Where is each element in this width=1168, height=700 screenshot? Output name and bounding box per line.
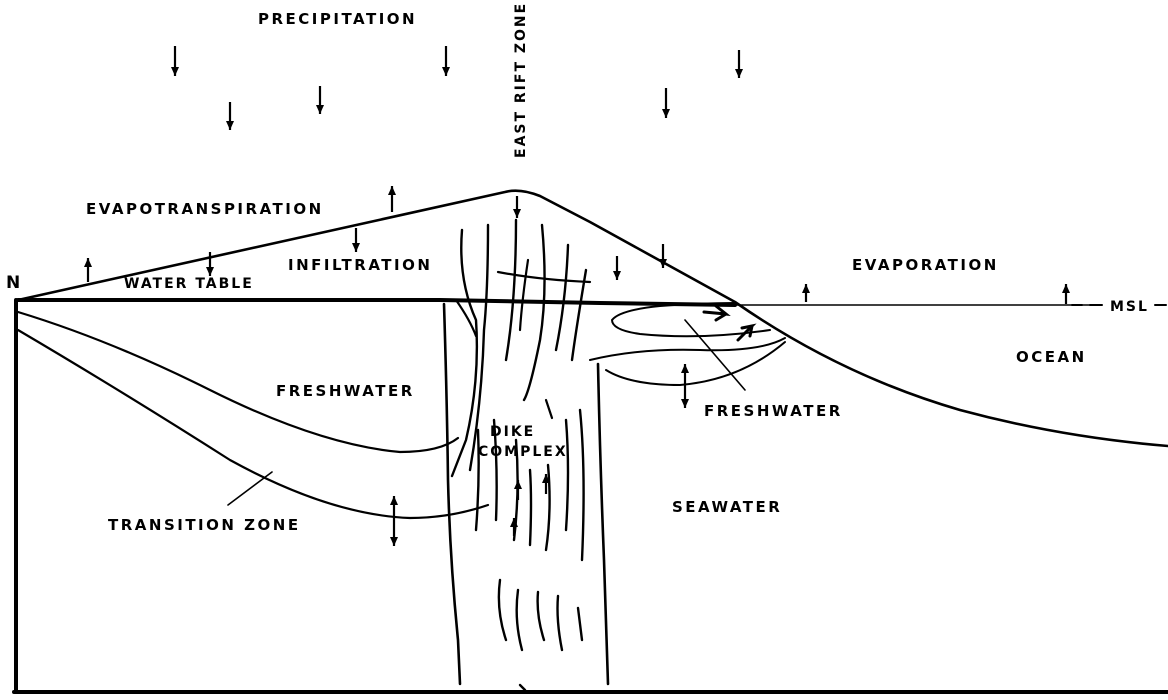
- discharge-arrow: [704, 306, 726, 320]
- msl-label: MSL: [1110, 299, 1149, 315]
- coastal-lens-lower: [590, 338, 785, 360]
- freshwater-right-label: FRESHWATER: [704, 402, 843, 420]
- dike-trace: [520, 260, 528, 330]
- arrow-head: [206, 267, 214, 276]
- arrow-head: [613, 271, 621, 280]
- labels: PRECIPITATION EAST RIFT ZONE EVAPOTRANSP…: [6, 2, 1149, 534]
- dike-trace: [546, 400, 552, 418]
- dike-boundary-left: [444, 304, 460, 684]
- seawater-label: SEAWATER: [672, 498, 782, 516]
- infiltration-label: INFILTRATION: [288, 256, 432, 274]
- arrow-head: [390, 496, 398, 505]
- water-table-label: WATER TABLE: [124, 276, 254, 292]
- arrow-head: [316, 105, 324, 114]
- transition-zone-leader: [228, 472, 272, 505]
- dike-trace: [524, 225, 545, 400]
- ground-surface: [18, 191, 1168, 446]
- dike-trace: [556, 245, 568, 350]
- dike-trace: [538, 592, 544, 640]
- arrow-head: [352, 243, 360, 252]
- arrow-head: [662, 109, 670, 118]
- coastal-lens-base: [606, 342, 785, 385]
- arrow-head: [514, 480, 522, 489]
- dike-trace: [520, 685, 525, 690]
- aquifer-boundaries: [18, 312, 488, 518]
- arrow-head: [226, 121, 234, 130]
- dike-trace: [558, 596, 563, 650]
- arrow-head: [84, 258, 92, 267]
- arrow-head: [171, 67, 179, 76]
- arrow-head: [388, 186, 396, 195]
- arrow-head: [513, 209, 521, 218]
- dike-complex-label: DIKE COMPLEX: [478, 424, 568, 460]
- arrow-head: [735, 69, 743, 78]
- ocean-label: OCEAN: [1016, 348, 1087, 366]
- dike-trace: [530, 470, 531, 545]
- flow-arrows: [84, 46, 1070, 546]
- arrow-head: [802, 284, 810, 293]
- north-label: N: [6, 273, 23, 293]
- dike-trace: [506, 220, 516, 360]
- dike-trace: [456, 300, 476, 336]
- dike-trace: [517, 590, 522, 650]
- dike-label-line2: COMPLEX: [478, 444, 568, 460]
- evaporation-label: EVAPORATION: [852, 256, 999, 274]
- dike-boundary-right: [598, 364, 608, 684]
- dike-trace: [566, 420, 568, 530]
- evapotranspiration-label: EVAPOTRANSPIRATION: [86, 200, 324, 218]
- arrow-head: [442, 67, 450, 76]
- arrow-head: [681, 364, 689, 373]
- arrow-head: [390, 537, 398, 546]
- water-table-line: [18, 300, 735, 305]
- dike-trace: [580, 410, 584, 560]
- precipitation-label: PRECIPITATION: [258, 10, 417, 28]
- transition-zone-base: [18, 330, 488, 518]
- east-rift-zone-label: EAST RIFT ZONE: [513, 2, 529, 158]
- dike-label-line1: DIKE: [490, 424, 535, 440]
- dike-trace: [572, 270, 586, 360]
- transition-zone-label: TRANSITION ZONE: [108, 516, 301, 534]
- arrow-head: [681, 399, 689, 408]
- freshwater-left-label: FRESHWATER: [276, 382, 415, 400]
- dike-trace: [578, 608, 582, 640]
- arrow-head: [1062, 284, 1070, 293]
- dike-trace: [499, 580, 506, 640]
